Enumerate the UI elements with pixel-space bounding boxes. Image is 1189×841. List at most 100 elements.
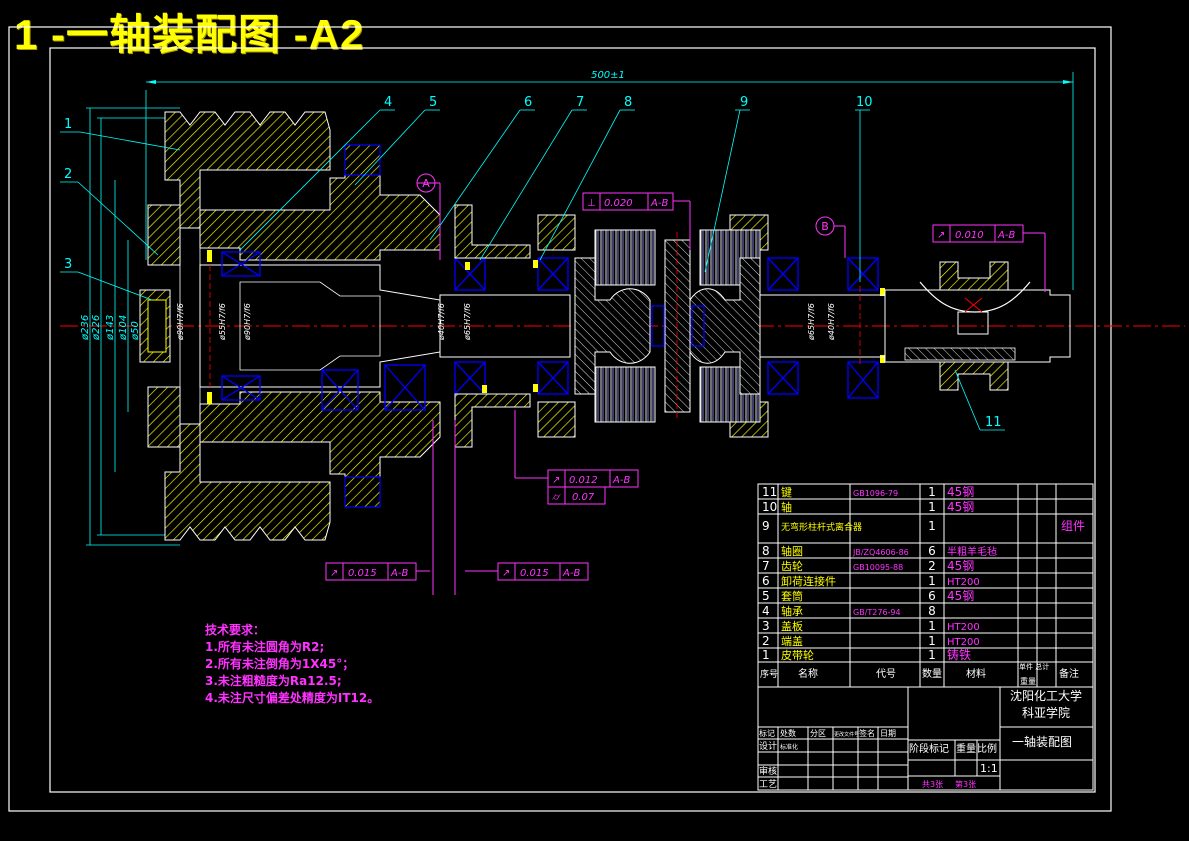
tb-process: 工艺 xyxy=(759,779,777,790)
bom-header-note: 备注 xyxy=(1059,667,1079,680)
bom-row-name: 键 xyxy=(781,485,792,499)
tech-item-4: 4.未注尺寸偏差处精度为IT12。 xyxy=(205,691,380,705)
tol-6-value: 0.015 xyxy=(520,568,549,579)
tol-1-datum: A-B xyxy=(650,198,668,209)
fit-label-1: ø90H7/f6 xyxy=(176,303,185,341)
title-block-text: 标记 处数 分区 更改文件号 签名 日期 设计 标准化 审核 工艺 阶段标记 重… xyxy=(759,688,1082,790)
tb-signature: 签名 xyxy=(859,728,875,738)
bom-row-code: GB/T276-94 xyxy=(853,608,901,617)
dim-d104: ø104 xyxy=(118,315,129,341)
seal-marks xyxy=(207,250,885,404)
bom-header-qty: 数量 xyxy=(922,667,942,680)
bom-row-no: 9 xyxy=(762,519,770,533)
tb-zone: 分区 xyxy=(810,729,826,738)
leader-lines xyxy=(60,109,1005,431)
tech-heading: 技术要求： xyxy=(205,623,266,637)
tb-review: 审核 xyxy=(759,765,777,777)
bom-row-qty: 1 xyxy=(928,634,936,648)
title-block xyxy=(757,686,1094,791)
bom-row-material: 45钢 xyxy=(947,559,974,573)
dim-d143: ø143 xyxy=(105,315,116,341)
dim-d236: ø236 xyxy=(80,315,91,341)
balloon-8: 8 xyxy=(624,95,632,110)
bom-row-material: HT200 xyxy=(947,622,980,633)
datum-b: B xyxy=(821,220,829,233)
tol-3-symbol: ↗ xyxy=(552,475,560,486)
clutch xyxy=(574,229,761,423)
bom-row-name: 无弯形柱杆式离合器 xyxy=(781,521,862,533)
balloon-7: 7 xyxy=(576,95,584,110)
tol-5-datum: A-B xyxy=(390,568,408,579)
tol-5-symbol: ↗ xyxy=(330,568,338,579)
bom-row-no: 6 xyxy=(762,574,770,588)
inner-frame xyxy=(49,47,1096,793)
bom-row-no: 3 xyxy=(762,619,770,633)
bom-row-no: 2 xyxy=(762,634,770,648)
bom-row-no: 8 xyxy=(762,544,770,558)
tb-scale-value: 1:1 xyxy=(980,762,998,775)
bom-row-material: 45钢 xyxy=(947,500,974,514)
bearings xyxy=(221,251,879,411)
tol-3-datum: A-B xyxy=(612,475,630,486)
tol-2-symbol: ↗ xyxy=(937,230,945,241)
bom-row-code: JB/ZQ4606-86 xyxy=(852,548,909,557)
bom-row-no: 5 xyxy=(762,589,770,603)
bom-row-name: 卸荷连接件 xyxy=(781,574,836,588)
fit-label-4: ø40H7/f6 xyxy=(437,303,446,341)
tol-3-value: 0.012 xyxy=(569,475,598,486)
fit-label-6: ø65H7/f6 xyxy=(807,303,816,341)
bom-row-qty: 2 xyxy=(928,559,936,573)
technical-requirements: 技术要求： 1.所有未注圆角为R2; 2.所有未注倒角为1X45°； 3.未注粗… xyxy=(205,622,379,707)
tol-4-symbol: ⌭ xyxy=(552,492,561,503)
balloon-5: 5 xyxy=(429,95,437,110)
housing-sleeve xyxy=(199,144,441,508)
bom-row-qty: 1 xyxy=(928,519,936,533)
tb-design: 设计 xyxy=(759,740,777,752)
bom-row-qty: 6 xyxy=(928,544,936,558)
bom-header-weight-top: 单件 总计 xyxy=(1019,662,1049,671)
tol-5-value: 0.015 xyxy=(348,568,377,579)
bom-row-no: 7 xyxy=(762,559,770,573)
bom-row-qty: 1 xyxy=(928,574,936,588)
bom-row-name: 轴圈 xyxy=(781,544,803,558)
bom-table xyxy=(757,483,1094,688)
tb-school-1: 沈阳化工大学 xyxy=(1010,688,1082,703)
bom-row-material: HT200 xyxy=(947,637,980,648)
fit-label-7: ø40H7/f6 xyxy=(827,303,836,341)
tb-stage-mark: 阶段标记 xyxy=(909,742,949,755)
bom-row-no: 10 xyxy=(762,500,777,514)
tol-4-value: 0.07 xyxy=(572,492,595,503)
tol-2-datum: A-B xyxy=(997,230,1015,241)
bom-header-code: 代号 xyxy=(876,668,896,680)
balloon-2: 2 xyxy=(64,167,72,182)
tb-change-doc: 更改文件号 xyxy=(834,731,859,738)
balloon-1: 1 xyxy=(64,117,72,132)
balloon-9: 9 xyxy=(740,95,748,110)
end-cap xyxy=(139,204,181,448)
dim-d226: ø226 xyxy=(91,315,102,341)
right-flange xyxy=(904,261,1031,391)
bom-row-material: 铸铁 xyxy=(947,647,971,662)
tb-sheet-no: 第3张 xyxy=(955,779,976,789)
bom-row-qty: 1 xyxy=(928,500,936,514)
tb-drawing-name: 一轴装配图 xyxy=(1012,734,1072,749)
bom-row-name: 轴 xyxy=(781,500,792,514)
tol-6-symbol: ↗ xyxy=(502,568,510,579)
balloon-6: 6 xyxy=(524,95,532,110)
bom-row-no: 4 xyxy=(762,604,770,618)
bom-header-weight: 重量 xyxy=(1020,676,1036,686)
bom-header-material: 材料 xyxy=(966,667,986,680)
tb-school-2: 科亚学院 xyxy=(1022,705,1070,720)
datum-markers xyxy=(416,173,846,260)
tb-scale: 比例 xyxy=(977,742,997,755)
balloon-3: 3 xyxy=(64,257,72,272)
pulley xyxy=(164,111,331,541)
bom-row-code: GB10095-88 xyxy=(853,563,903,572)
tol-1-symbol: ⊥ xyxy=(587,198,596,209)
bom-header-name: 名称 xyxy=(798,667,818,680)
bom-row-note: 组件 xyxy=(1061,519,1085,533)
tol-2-value: 0.010 xyxy=(955,230,984,241)
balloon-11: 11 xyxy=(985,415,1002,430)
